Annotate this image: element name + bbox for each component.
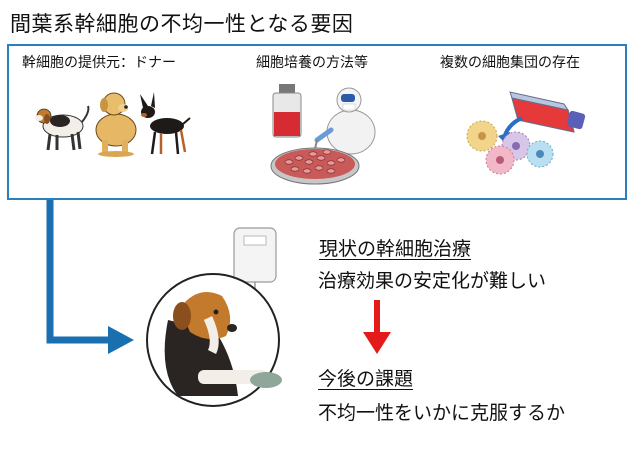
down-arrow-icon [363,300,391,354]
page-title: 間葉系幹細胞の不均一性となる要因 [10,12,354,36]
flow-arrow [46,200,134,354]
culture-flask-icon [509,91,586,133]
pinscher-icon [140,92,191,155]
factor-label-culture: 細胞培養の方法等 [256,55,368,71]
factor-label-populations: 複数の細胞集団の存在 [440,55,580,71]
challenge-heading: 今後の課題 [318,368,414,390]
beagle-icon [35,105,90,151]
culture-bottle-icon [272,84,302,138]
factor-label-donor: 幹細胞の提供元：ドナー [22,55,176,71]
current-status-heading: 現状の幹細胞治療 [319,238,472,260]
cell-cluster-icon [466,120,554,175]
patient-dog-icon [164,292,268,396]
factors-box [7,44,627,200]
culture-illustration [270,84,376,185]
petri-dish-icon [270,147,360,185]
dogs-illustration [35,92,191,157]
challenge-text: 不均一性をいかに克服するか [318,402,566,424]
treatment-illustration [146,227,282,407]
labrador-icon [95,92,137,157]
researcher-icon [312,87,376,159]
gloved-hand-icon [250,372,282,388]
current-status-text: 治療効果の安定化が難しい [318,270,547,292]
populations-illustration [466,91,586,175]
